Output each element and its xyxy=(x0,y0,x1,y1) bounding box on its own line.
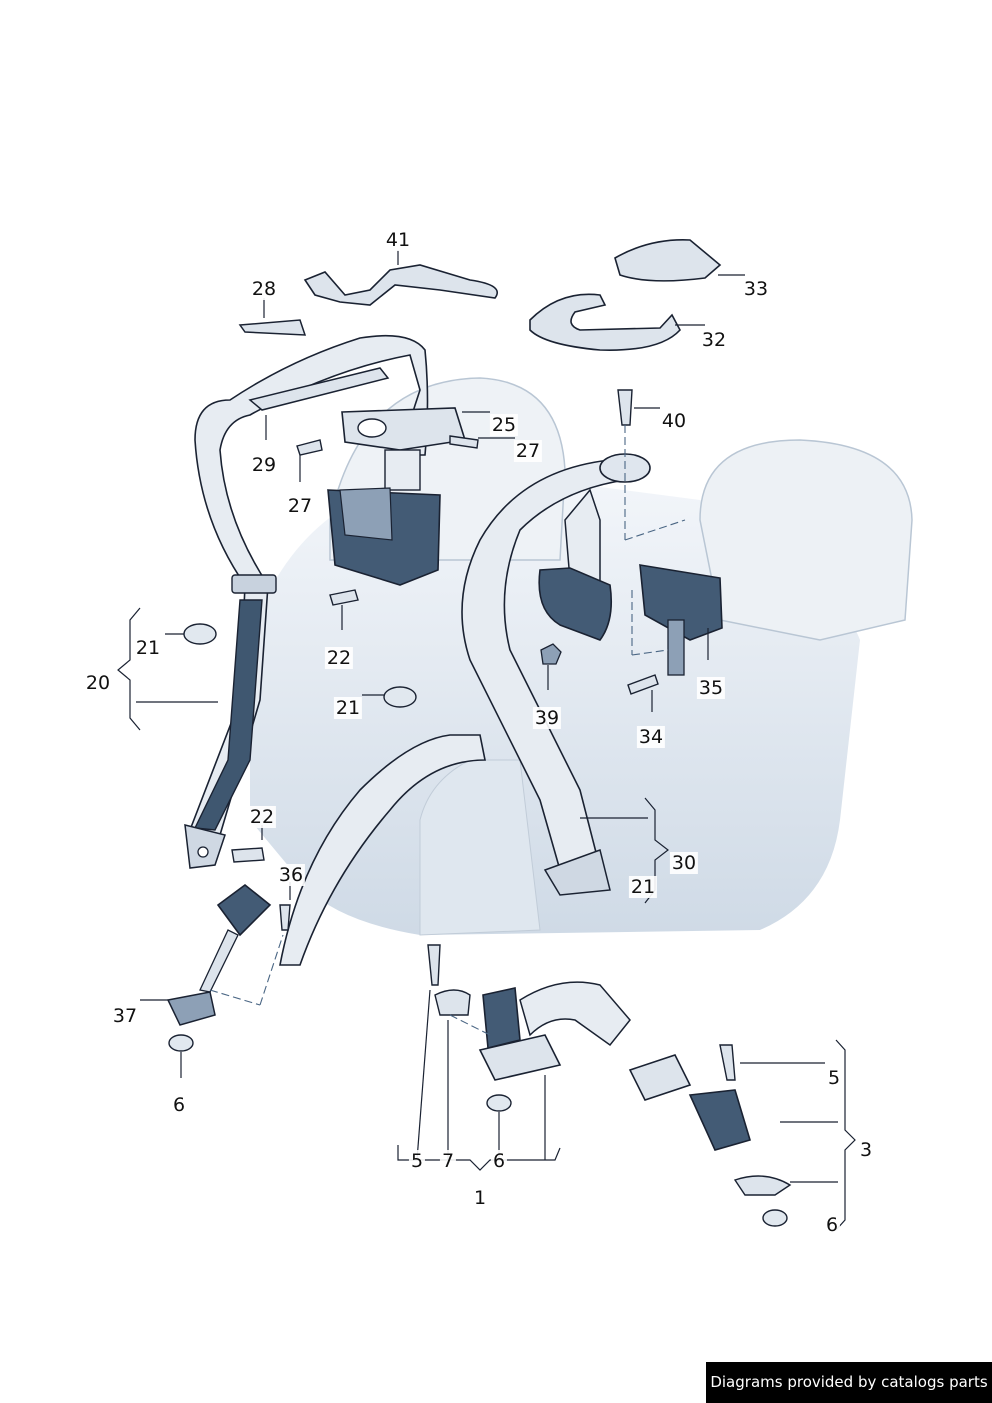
center-buckle xyxy=(434,981,631,1112)
callout-21-center: 21 xyxy=(333,697,363,719)
right-buckle xyxy=(628,1054,792,1227)
callout-6-left: 6 xyxy=(170,1094,188,1116)
trim-covers xyxy=(238,239,722,411)
bolts xyxy=(231,389,736,1081)
callout-22-upper: 22 xyxy=(324,647,354,669)
callout-30: 30 xyxy=(669,852,699,874)
leader-lines xyxy=(117,250,856,1231)
callout-7: 7 xyxy=(439,1150,457,1172)
callout-39: 39 xyxy=(532,707,562,729)
callout-35: 35 xyxy=(696,677,726,699)
callout-27-right: 27 xyxy=(513,440,543,462)
callout-21-right: 21 xyxy=(628,876,658,898)
callout-33: 33 xyxy=(741,278,771,300)
callout-5-center: 5 xyxy=(408,1150,426,1172)
callout-3: 3 xyxy=(857,1139,875,1161)
callout-6-right: 6 xyxy=(823,1214,841,1236)
callout-29: 29 xyxy=(249,454,279,476)
callout-6-center: 6 xyxy=(490,1150,508,1172)
rear-center-belt xyxy=(279,453,651,966)
callout-22-lower: 22 xyxy=(247,806,277,828)
buckle-left xyxy=(166,883,272,1052)
callout-41: 41 xyxy=(383,229,413,251)
callout-27-left: 27 xyxy=(285,495,315,517)
dashed-lines xyxy=(209,425,686,1036)
callout-25: 25 xyxy=(489,414,519,436)
callout-21-left: 21 xyxy=(133,637,163,659)
left-belt-assembly xyxy=(184,334,429,869)
callout-37: 37 xyxy=(110,1005,140,1027)
callout-5-right: 5 xyxy=(825,1067,843,1089)
callout-36: 36 xyxy=(276,864,306,886)
callout-32: 32 xyxy=(699,329,729,351)
callout-34: 34 xyxy=(636,726,666,748)
callout-28: 28 xyxy=(249,278,279,300)
callout-40: 40 xyxy=(659,410,689,432)
callout-20: 20 xyxy=(83,672,113,694)
credit-banner: Diagrams provided by catalogs parts xyxy=(706,1362,992,1403)
callout-1: 1 xyxy=(471,1187,489,1209)
right-retractor xyxy=(538,488,723,676)
upper-retractor xyxy=(327,407,467,586)
